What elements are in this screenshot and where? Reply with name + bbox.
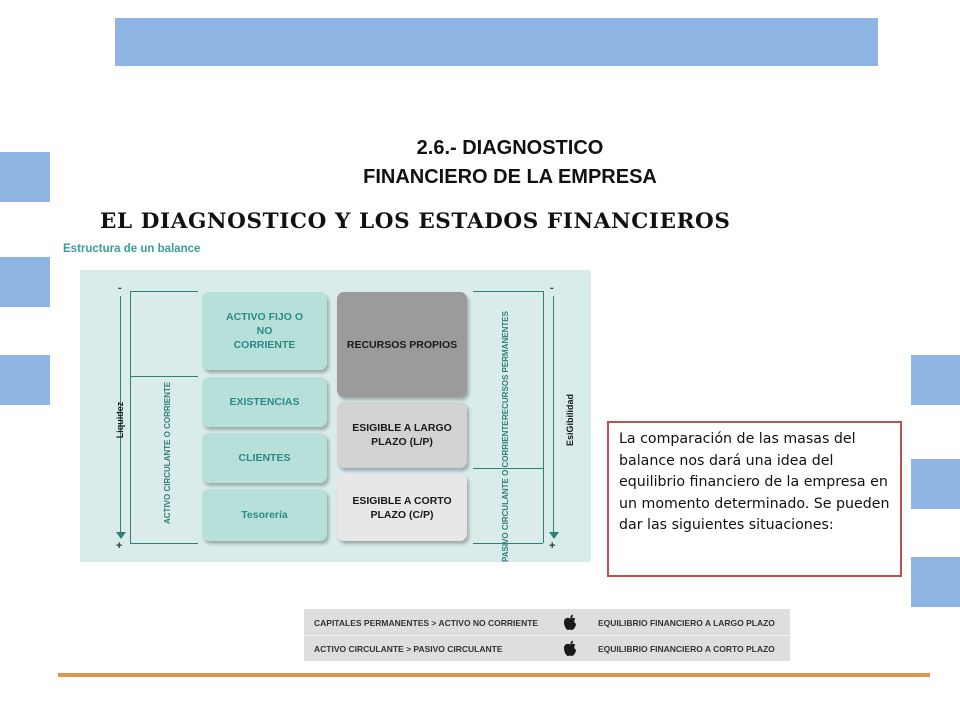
- left-side-block-2: [0, 257, 50, 307]
- right-axis-plus: +: [549, 540, 556, 552]
- right-side-block-1: [911, 355, 960, 405]
- left-side-block-3: [0, 355, 50, 405]
- slide-title-line-2: FINANCIERO DE LA EMPRESA: [363, 166, 657, 188]
- activo-fijo-box: ACTIVO FIJO O NO CORRIENTE: [202, 292, 327, 370]
- top-banner: [115, 18, 878, 66]
- left-frame-bottom: [130, 543, 198, 544]
- recursos-propios-box: RECURSOS PROPIOS: [337, 292, 467, 397]
- existencias-box: EXISTENCIAS: [202, 377, 327, 427]
- diagram-label: Estructura de un balance: [63, 243, 201, 255]
- explanation-textbox: La comparación de las masas del balance …: [607, 421, 902, 577]
- left-frame-divider: [130, 376, 198, 377]
- equilibrium-separator: [304, 635, 790, 636]
- right-frame-top: [473, 291, 543, 292]
- pasivo-circulante-label: PASIVO CIRCULANTE O CORRIENTE: [501, 420, 510, 562]
- slide-heading: EL DIAGNOSTICO Y LOS ESTADOS FINANCIEROS: [100, 209, 731, 234]
- left-axis-plus: +: [116, 540, 123, 552]
- right-axis-minus: -: [550, 282, 554, 294]
- left-axis-arrow-icon: [116, 532, 126, 539]
- right-axis-arrow-icon: [549, 532, 559, 539]
- activo-fijo-text: ACTIVO FIJO O NO CORRIENTE: [225, 311, 303, 351]
- equilibrium-row-2: ACTIVO CIRCULANTE > PASIVO CIRCULANTE EQ…: [304, 637, 790, 661]
- apple-icon: [563, 640, 576, 656]
- equilibrium-table: CAPITALES PERMANENTES > ACTIVO NO CORRIE…: [304, 609, 790, 661]
- recursos-permanentes-label: RECURSOS PERMANENTES: [501, 311, 510, 420]
- equilibrium-row-1-result: EQUILIBRIO FINANCIERO A LARGO PLAZO: [598, 618, 775, 628]
- activo-circulante-label: ACTIVO CIRCULANTE O CORRIENTE: [163, 381, 172, 524]
- left-frame-line: [130, 291, 131, 543]
- tesoreria-box: Tesorería: [202, 489, 327, 541]
- left-side-block-1: [0, 152, 50, 202]
- left-axis-minus: -: [118, 282, 122, 294]
- right-axis-line: [553, 296, 554, 536]
- apple-icon: [563, 614, 576, 630]
- right-side-block-3: [911, 557, 960, 607]
- tesoreria-text: Tesorería: [241, 509, 288, 521]
- exigible-corto-box: ESIGIBLE A CORTO PLAZO (C/P): [337, 474, 467, 541]
- right-frame-line: [543, 291, 544, 543]
- exigible-largo-box: ESIGIBLE A LARGO PLAZO (L/P): [337, 402, 467, 468]
- right-side-block-2: [911, 459, 960, 509]
- exigible-corto-text: ESIGIBLE A CORTO PLAZO (C/P): [352, 494, 452, 521]
- balance-structure-diagram: - + Liquidez ACTIVO CIRCULANTE O CORRIEN…: [80, 270, 591, 562]
- equilibrium-row-2-condition: ACTIVO CIRCULANTE > PASIVO CIRCULANTE: [314, 644, 503, 654]
- right-axis-label: EsiGibilidad: [565, 394, 575, 447]
- clientes-text: CLIENTES: [238, 452, 291, 464]
- right-frame-divider: [473, 468, 543, 469]
- existencias-text: EXISTENCIAS: [229, 396, 300, 408]
- slide-title-line-1: 2.6.- DIAGNOSTICO: [416, 137, 604, 159]
- left-frame-top: [130, 291, 198, 292]
- equilibrium-row-2-result: EQUILIBRIO FINANCIERO A CORTO PLAZO: [598, 644, 775, 654]
- exigible-largo-text: ESIGIBLE A LARGO PLAZO (L/P): [352, 422, 452, 448]
- equilibrium-row-1: CAPITALES PERMANENTES > ACTIVO NO CORRIE…: [304, 611, 790, 635]
- bottom-rule: [58, 673, 930, 677]
- recursos-propios-text: RECURSOS PROPIOS: [346, 338, 458, 351]
- left-axis-line: [120, 296, 121, 536]
- clientes-box: CLIENTES: [202, 433, 327, 483]
- equilibrium-row-1-condition: CAPITALES PERMANENTES > ACTIVO NO CORRIE…: [314, 618, 539, 628]
- right-frame-bottom: [473, 543, 543, 544]
- left-axis-label: Liquidez: [115, 401, 125, 439]
